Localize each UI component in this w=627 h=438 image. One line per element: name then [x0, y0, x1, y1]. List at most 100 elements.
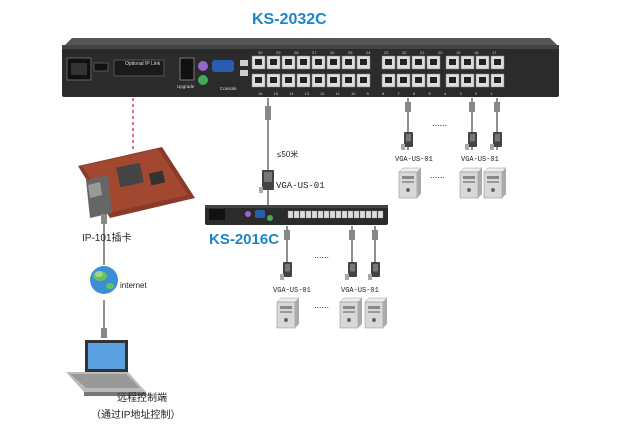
- rj45-port: [341, 55, 356, 70]
- rj45-port: [323, 210, 330, 219]
- port-number-label: 2: [475, 91, 478, 96]
- rj45-port: [490, 55, 505, 70]
- rj45-port: [326, 55, 341, 70]
- port-number-label: 13: [305, 91, 310, 96]
- port-number-label: 7: [398, 91, 401, 96]
- port-number-label: 27: [312, 50, 317, 55]
- port-number-label: 6: [413, 91, 416, 96]
- port-number-label: 29: [276, 50, 281, 55]
- rj45-port: [266, 55, 281, 70]
- port-number-label: 30: [258, 50, 263, 55]
- port-number-label: 26: [330, 50, 335, 55]
- rj45-port: [311, 73, 326, 88]
- adapter-main-label: VGA-US-01: [276, 181, 325, 191]
- rj45-port: [341, 73, 356, 88]
- port-number-label: 17: [492, 50, 497, 55]
- computer-tower-icon: [364, 297, 388, 329]
- rj45-port: [356, 73, 371, 88]
- port-number-label: 12: [320, 91, 325, 96]
- rj45-port: [445, 55, 460, 70]
- rj45-port: [396, 55, 411, 70]
- port-number-label: 24: [366, 50, 371, 55]
- rj45-port: [317, 210, 324, 219]
- port-number-label: 18: [474, 50, 479, 55]
- rj45-port: [311, 210, 318, 219]
- sub-ellipsis-top: ......: [314, 250, 330, 260]
- rj45-port: [293, 210, 300, 219]
- upgrade-port: [179, 57, 195, 81]
- rj45-port: [296, 55, 311, 70]
- adapter-right-label-1: VGA-US-01: [395, 156, 433, 164]
- port-number-label: 23: [384, 50, 389, 55]
- port-number-label: 25: [348, 50, 353, 55]
- port-number-label: 5: [429, 91, 432, 96]
- optional-ip-link-label: Optional IP Link: [125, 61, 161, 67]
- port-number-label: 9: [367, 91, 370, 96]
- rj45-port: [460, 73, 475, 88]
- main-switch-title: KS-2032C: [252, 11, 327, 28]
- remote-title: 远程控制端: [117, 393, 167, 404]
- rj45-port: [356, 55, 371, 70]
- port-number-label: 8: [382, 91, 385, 96]
- right-ellipsis-top: ......: [432, 118, 448, 128]
- port-number-label: 20: [438, 50, 443, 55]
- upgrade-label: Upgrade: [177, 84, 195, 89]
- rj45-port: [287, 210, 294, 219]
- sub-ellipsis-bottom: ......: [314, 300, 330, 310]
- console-label: Console: [220, 86, 237, 91]
- rj45-port: [305, 210, 312, 219]
- computer-tower-icon: [339, 297, 363, 329]
- vga-us-01-adapter-icon: [345, 262, 357, 280]
- rj45-port: [329, 210, 336, 219]
- sub-kvm-switch: [205, 205, 388, 225]
- port-number-label: 21: [420, 50, 425, 55]
- rj45-port: [266, 73, 281, 88]
- rj45-port: [411, 73, 426, 88]
- vga-us-01-adapter-icon: [465, 132, 477, 150]
- rj45-port: [490, 73, 505, 88]
- rj45-port: [311, 55, 326, 70]
- port-number-label: 14: [289, 91, 294, 96]
- ip-101-card: [78, 147, 195, 218]
- port-number-label: 11: [336, 91, 341, 96]
- rj45-port: [347, 210, 354, 219]
- rj45-port: [381, 73, 396, 88]
- rj45-port: [296, 73, 311, 88]
- right-ellipsis-bottom: ......: [430, 170, 446, 180]
- ip-card-label: IP-101插卡: [82, 233, 132, 244]
- rj45-port: [353, 210, 360, 219]
- computer-tower-icon: [276, 297, 300, 329]
- cable-length-label: ≤50米: [277, 150, 299, 159]
- port-number-label: 4: [444, 91, 447, 96]
- rj45-port: [281, 73, 296, 88]
- rj45-port: [396, 73, 411, 88]
- rj45-port: [475, 73, 490, 88]
- port-number-label: 10: [351, 91, 356, 96]
- rj45-port: [281, 55, 296, 70]
- internet-label: internet: [120, 281, 147, 290]
- rj45-port: [335, 210, 342, 219]
- rj45-port: [377, 210, 384, 219]
- remote-subtitle: （通过IP地址控制）: [91, 410, 181, 421]
- rj45-port: [475, 55, 490, 70]
- adapter-sub-label-1: VGA-US-01: [273, 287, 311, 295]
- laptop-icon: [66, 340, 146, 396]
- globe-icon: [90, 266, 118, 294]
- port-number-label: 15: [274, 91, 279, 96]
- vga-us-01-adapter-icon: [280, 262, 292, 280]
- rj45-port: [381, 55, 396, 70]
- rj45-port: [426, 73, 441, 88]
- rj45-port: [426, 55, 441, 70]
- rj45-port: [299, 210, 306, 219]
- rj45-port: [371, 210, 378, 219]
- vga-us-01-adapter-icon: [368, 262, 380, 280]
- vga-us-01-adapter-icon: [259, 170, 274, 193]
- port-number-label: 19: [456, 50, 461, 55]
- adapter-sub-label-2: VGA-US-01: [341, 287, 379, 295]
- vga-port: [212, 60, 234, 72]
- rj45-port: [251, 55, 266, 70]
- rj45-port: [359, 210, 366, 219]
- port-number-label: 3: [460, 91, 463, 96]
